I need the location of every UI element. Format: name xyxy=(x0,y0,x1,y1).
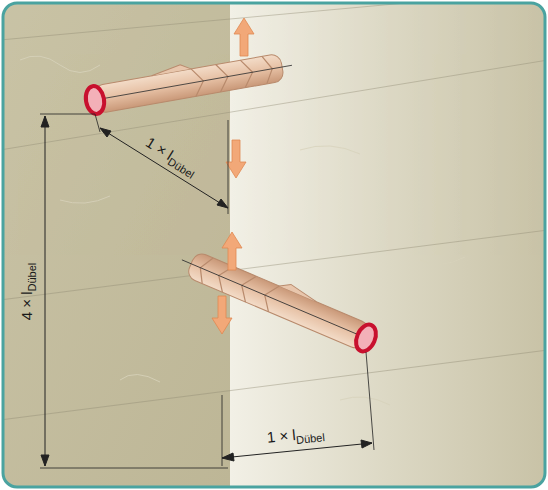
dimension-subscript: Dübel xyxy=(296,431,326,446)
dimension-value: 1 × l xyxy=(266,426,296,446)
dimension-label: 4 × lDübel xyxy=(20,262,39,320)
dimension-subscript: Dübel xyxy=(27,262,39,291)
dimension-value: 4 × l xyxy=(19,291,36,320)
